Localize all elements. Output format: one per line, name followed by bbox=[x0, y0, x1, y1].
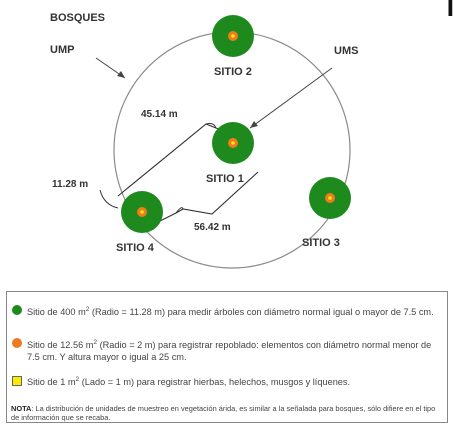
ump-pointer-arrowhead bbox=[117, 71, 125, 78]
site-2-marker bbox=[212, 15, 254, 57]
radius-indicator bbox=[99, 189, 119, 209]
legend-text: Sitio de 400 m2 (Radio = 11.28 m) para m… bbox=[27, 306, 434, 318]
legend-note: NOTA: La distribución de unidades de mue… bbox=[11, 404, 436, 422]
ums-label: UMS bbox=[334, 45, 359, 57]
legend-item-herb-site: Sitio de 1 m2 (Lado = 1 m) para registra… bbox=[7, 374, 441, 389]
yellow-square-icon bbox=[12, 376, 22, 386]
distance-bracket-notch bbox=[175, 123, 217, 214]
site-1-label: SITIO 1 bbox=[206, 173, 244, 185]
site-1-marker bbox=[212, 122, 254, 164]
distance-label-45: 45.14 m bbox=[141, 109, 178, 120]
legend-text: Sitio de 12.56 m2 (Radio = 2 m) para reg… bbox=[27, 339, 432, 362]
site-3-marker bbox=[309, 177, 351, 219]
legend-text: Sitio de 1 m2 (Lado = 1 m) para registra… bbox=[27, 376, 351, 388]
site-4-label: SITIO 4 bbox=[116, 242, 154, 254]
ums-pointer-arrowhead bbox=[250, 121, 258, 128]
site-4-marker bbox=[121, 191, 163, 233]
site-3-label: SITIO 3 bbox=[302, 237, 340, 249]
diagram-title: BOSQUES bbox=[50, 12, 106, 24]
distance-label-11: 11.28 m bbox=[52, 179, 89, 190]
green-circle-icon bbox=[12, 305, 22, 315]
corner-mark: I bbox=[446, 0, 454, 22]
site-2-label: SITIO 2 bbox=[214, 66, 252, 78]
ump-label: UMP bbox=[50, 44, 75, 56]
legend-item-regen-site: Sitio de 12.56 m2 (Radio = 2 m) para reg… bbox=[7, 337, 441, 363]
ums-pointer-line bbox=[249, 67, 333, 129]
distance-label-56: 56.42 m bbox=[194, 222, 231, 233]
legend-box: Sitio de 400 m2 (Radio = 11.28 m) para m… bbox=[6, 291, 448, 423]
plot-diagram: I BOSQUES UMP UMS SITIO 2 SITIO 1 SITIO … bbox=[50, 0, 454, 269]
orange-circle-icon bbox=[12, 338, 22, 348]
diagram-svg bbox=[95, 15, 351, 269]
legend-item-large-site: Sitio de 400 m2 (Radio = 11.28 m) para m… bbox=[7, 304, 441, 319]
